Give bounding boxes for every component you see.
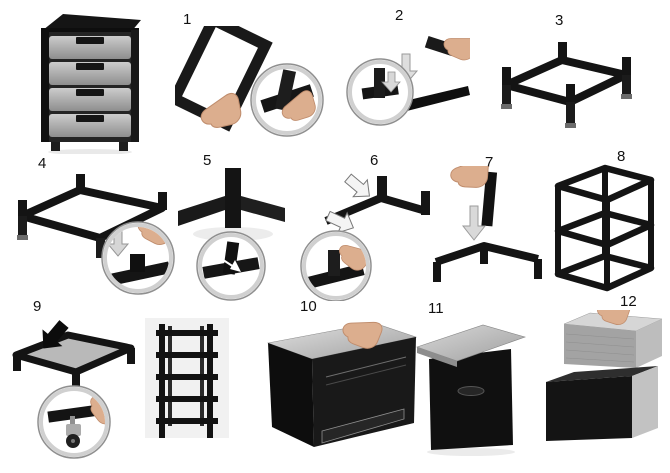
step-1-illustration <box>175 26 324 137</box>
step-12-number: 12 <box>620 293 637 310</box>
hand-icon <box>281 90 316 121</box>
magnifier-inset <box>346 58 414 126</box>
arrow-icon <box>325 210 355 234</box>
step-7-number: 7 <box>485 154 494 171</box>
step-3-illustration <box>501 42 632 128</box>
arrow-icon <box>42 320 69 349</box>
hand-icon <box>597 310 631 325</box>
step-6-number: 6 <box>370 152 379 169</box>
step-10-photo <box>256 312 421 464</box>
magnifier-inset <box>250 63 324 137</box>
step-8-photo <box>543 156 665 293</box>
step-1-number: 1 <box>183 11 192 28</box>
step-6-photo <box>296 166 431 301</box>
step-8-illustration <box>554 164 655 292</box>
step-2-photo <box>340 24 470 129</box>
arrow-icon <box>344 173 371 198</box>
hand-icon <box>450 166 489 188</box>
magnifier-inset <box>300 230 372 301</box>
step-12-illustration <box>546 310 663 441</box>
arrow-down-icon <box>461 205 487 241</box>
drawer-handle-icon <box>457 386 485 396</box>
step-2-number: 2 <box>395 7 404 24</box>
finished-product-photo <box>26 4 148 154</box>
step-9-number: 9 <box>33 298 42 315</box>
step-3-number: 3 <box>555 12 564 29</box>
step-5-number: 5 <box>203 152 212 169</box>
step-4-illustration <box>17 174 175 295</box>
drawer-front-icon <box>49 36 131 137</box>
step-10-illustration <box>266 321 418 447</box>
magnifier-inset <box>101 221 175 295</box>
step-4-photo <box>10 166 175 296</box>
magnifier-inset <box>37 385 111 459</box>
step-9-illustration <box>12 320 135 459</box>
step-11-number: 11 <box>428 300 444 317</box>
hand-icon <box>342 321 383 349</box>
step-7-photo <box>428 166 543 293</box>
magnifier-inset <box>196 231 266 301</box>
rack-illustration <box>145 318 229 438</box>
assembled-rack-photo <box>142 316 232 444</box>
step-12-photo <box>538 310 666 442</box>
step-3-photo <box>488 28 640 140</box>
step-5-illustration <box>178 168 285 301</box>
step-8-number: 8 <box>617 148 626 165</box>
step-7-illustration <box>433 166 542 282</box>
step-2-illustration <box>346 35 470 126</box>
step-5-photo <box>173 166 288 301</box>
hand-icon <box>200 92 242 128</box>
step-4-number: 4 <box>38 155 47 172</box>
step-10-number: 10 <box>300 298 317 315</box>
step-9-photo <box>6 310 141 462</box>
hand-icon <box>443 38 470 61</box>
step-1-photo <box>175 26 325 141</box>
step-11-illustration <box>416 324 526 456</box>
product-illustration <box>41 14 141 154</box>
step-6-illustration <box>300 173 430 301</box>
step-11-photo <box>415 316 527 458</box>
